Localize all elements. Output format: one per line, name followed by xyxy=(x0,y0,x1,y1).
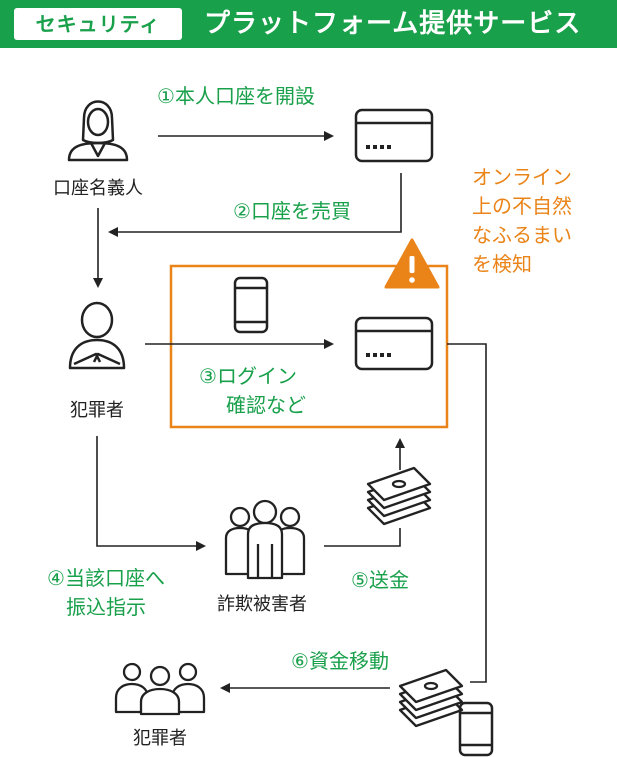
person-female-icon xyxy=(67,100,129,162)
detection-line2: 上の不自然 xyxy=(472,194,572,218)
victims-label: 詐欺被害者 xyxy=(217,594,307,615)
step1-label: ①本人口座を開設 xyxy=(157,84,315,108)
detection-box xyxy=(169,264,449,429)
detection-line3: なふるまい xyxy=(472,223,572,247)
cash-stack-icon xyxy=(366,466,432,526)
step2-label: ②口座を売買 xyxy=(233,199,351,223)
step4-label-line2: 振込指示 xyxy=(66,595,146,619)
header-bar: セキュリティ プラットフォーム提供サービス xyxy=(0,0,617,48)
cash-stack-icon xyxy=(398,668,464,728)
card-to-bottom-connector xyxy=(447,343,487,683)
security-badge: セキュリティ xyxy=(14,8,182,40)
step3-label-line2: 確認など xyxy=(226,393,306,417)
person-criminal-icon xyxy=(68,301,126,370)
smartphone-icon xyxy=(233,276,269,334)
step5-connector xyxy=(324,528,401,547)
step2-arrow xyxy=(108,173,402,237)
step4-label-line1: ④当該口座へ xyxy=(47,566,165,590)
smartphone-icon xyxy=(458,701,494,757)
step5-label: ⑤送金 xyxy=(351,568,409,592)
group-people-icon xyxy=(114,662,206,716)
step4-arrow xyxy=(96,436,206,551)
bank-card-icon xyxy=(354,316,434,371)
detection-line4: を検知 xyxy=(472,252,532,276)
bank-card-icon xyxy=(354,108,434,163)
step3-label-line1: ③ログイン xyxy=(199,364,297,388)
warning-icon xyxy=(384,238,440,289)
page-title: プラットフォーム提供サービス xyxy=(204,9,582,39)
criminal-bottom-label: 犯罪者 xyxy=(133,728,187,749)
step6-label: ⑥資金移動 xyxy=(291,649,389,673)
group-people-icon xyxy=(224,499,306,580)
criminal-top-label: 犯罪者 xyxy=(70,400,124,421)
account-holder-label: 口座名義人 xyxy=(53,178,143,199)
detection-line1: オンライン xyxy=(472,165,572,189)
